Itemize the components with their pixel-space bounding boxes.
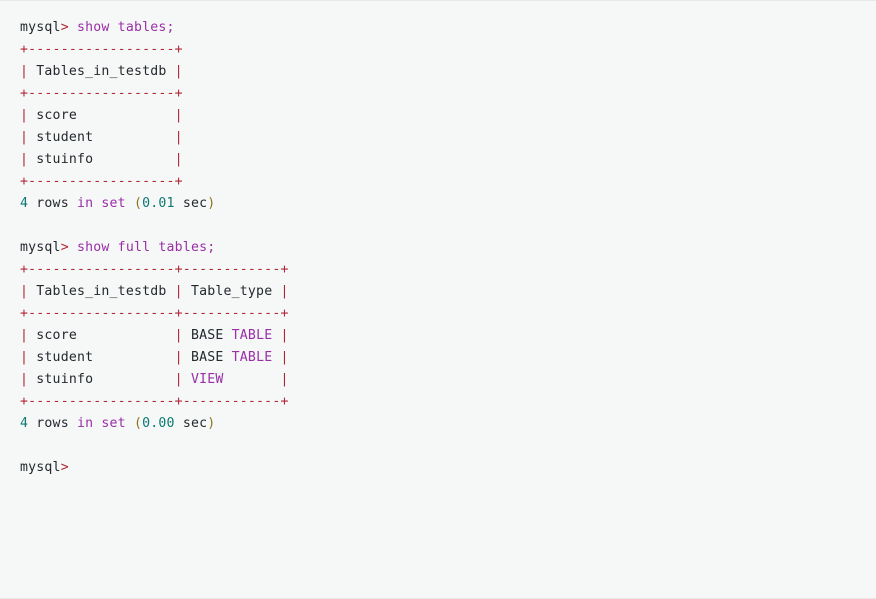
prompt-word: mysql bbox=[20, 240, 61, 255]
table-row: | score | bbox=[20, 105, 876, 127]
status-line: 4 rows in set (0.00 sec) bbox=[20, 413, 876, 435]
cell-table-name: score bbox=[36, 328, 77, 343]
table-rule: +------------------+ bbox=[20, 42, 183, 57]
blank-line bbox=[20, 435, 876, 457]
prompt-arrow: > bbox=[60, 460, 69, 475]
row-count: 4 bbox=[20, 416, 29, 431]
space bbox=[126, 416, 134, 431]
pipe: | bbox=[93, 152, 183, 167]
row-count: 4 bbox=[20, 196, 29, 211]
close-paren: ) bbox=[207, 416, 216, 431]
pipe: | bbox=[272, 284, 289, 299]
prompt-arrow: > bbox=[60, 240, 69, 255]
table-header-row: | Tables_in_testdb | Table_type | bbox=[20, 281, 876, 303]
cell-table-name: score bbox=[36, 108, 77, 123]
table-rule: +------------------+------------+ bbox=[20, 394, 289, 409]
cell-type-base: BASE bbox=[190, 328, 232, 343]
cell-table-name: student bbox=[36, 350, 94, 365]
sql-statement: show full tables; bbox=[76, 240, 216, 255]
column-header: Tables_in_testdb bbox=[36, 284, 167, 299]
status-keyword: in set bbox=[76, 416, 126, 431]
pipe: | bbox=[166, 64, 183, 79]
close-paren: ) bbox=[207, 196, 216, 211]
cell-table-name: stuinfo bbox=[36, 152, 94, 167]
cell-type-keyword: TABLE bbox=[231, 350, 273, 365]
space bbox=[175, 416, 183, 431]
status-keyword: in set bbox=[76, 196, 126, 211]
pipe: | bbox=[272, 350, 289, 365]
duration-value: 0.00 bbox=[142, 416, 175, 431]
duration-value: 0.01 bbox=[142, 196, 175, 211]
duration-unit: sec bbox=[182, 196, 208, 211]
table-row: | stuinfo | VIEW | bbox=[20, 369, 876, 391]
cell-type-base: BASE bbox=[190, 350, 232, 365]
table-header-row: | Tables_in_testdb | bbox=[20, 61, 876, 83]
prompt-word: mysql bbox=[20, 460, 61, 475]
table-row: | score | BASE TABLE | bbox=[20, 325, 876, 347]
table-rule: +------------------+ bbox=[20, 174, 183, 189]
pipe: | bbox=[20, 284, 37, 299]
cell-type-keyword: VIEW bbox=[190, 372, 224, 387]
pipe: | bbox=[272, 328, 289, 343]
pipe: | bbox=[20, 130, 37, 145]
column-header: Table_type bbox=[190, 284, 273, 299]
pipe: | bbox=[20, 328, 37, 343]
pipe: | bbox=[223, 372, 289, 387]
status-text: rows bbox=[28, 416, 77, 431]
open-paren: ( bbox=[133, 416, 143, 431]
space bbox=[69, 20, 77, 35]
status-line: 4 rows in set (0.01 sec) bbox=[20, 193, 876, 215]
table-row: | student | bbox=[20, 127, 876, 149]
space bbox=[175, 196, 183, 211]
blank-line bbox=[20, 215, 876, 237]
sql-statement: show tables; bbox=[76, 20, 175, 35]
status-text: rows bbox=[28, 196, 77, 211]
table-rule: +------------------+------------+ bbox=[20, 306, 289, 321]
space bbox=[126, 196, 134, 211]
pipe: | bbox=[93, 350, 191, 365]
pipe: | bbox=[20, 152, 37, 167]
column-header: Tables_in_testdb bbox=[36, 64, 167, 79]
prompt-arrow: > bbox=[60, 20, 69, 35]
pipe: | bbox=[20, 372, 37, 387]
prompt-word: mysql bbox=[20, 20, 61, 35]
cell-type-keyword: TABLE bbox=[231, 328, 273, 343]
command-line: mysql> show full tables; bbox=[20, 237, 876, 259]
pipe: | bbox=[76, 108, 183, 123]
duration-unit: sec bbox=[182, 416, 208, 431]
table-rule: +------------------+ bbox=[20, 86, 183, 101]
pipe: | bbox=[20, 64, 37, 79]
pipe: | bbox=[76, 328, 191, 343]
pipe: | bbox=[20, 350, 37, 365]
pipe: | bbox=[93, 372, 191, 387]
cell-table-name: student bbox=[36, 130, 94, 145]
pipe: | bbox=[166, 284, 191, 299]
table-row: | stuinfo | bbox=[20, 149, 876, 171]
cell-table-name: stuinfo bbox=[36, 372, 94, 387]
open-paren: ( bbox=[133, 196, 143, 211]
table-rule: +------------------+------------+ bbox=[20, 262, 289, 277]
table-row: | student | BASE TABLE | bbox=[20, 347, 876, 369]
space bbox=[69, 240, 77, 255]
command-line: mysql> show tables; bbox=[20, 17, 876, 39]
pipe: | bbox=[93, 130, 183, 145]
pipe: | bbox=[20, 108, 37, 123]
final-prompt-line: mysql> bbox=[20, 457, 876, 479]
